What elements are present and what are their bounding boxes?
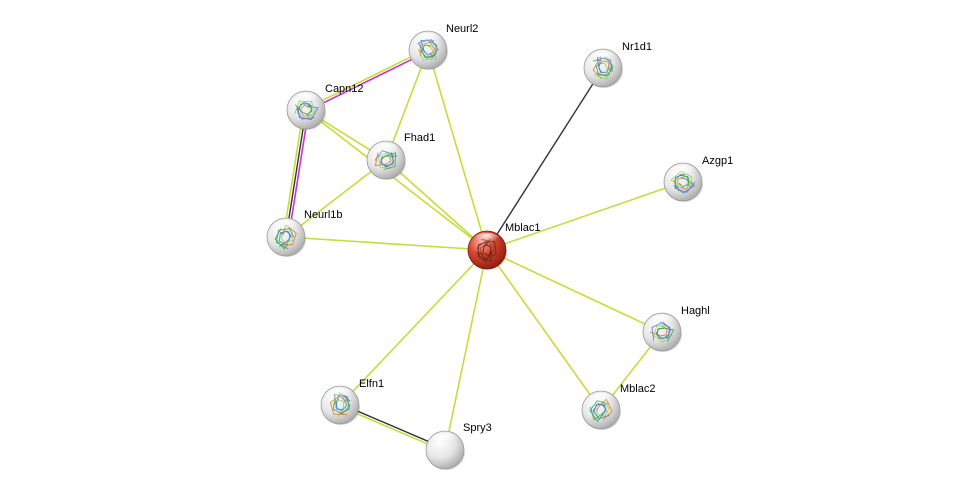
edge-mblac1-neurl1b[interactable] [285,236,488,251]
node-label: Neurl1b [304,209,343,221]
node-label: Elfn1 [359,378,384,390]
node-label: Fhad1 [404,132,435,144]
node-mblac1[interactable]: Mblac1 [467,222,540,270]
node-azgp1[interactable]: Azgp1 [663,155,733,202]
node-highlight [648,314,676,329]
node-label: Haghl [681,305,710,317]
node-label: Spry3 [463,422,492,434]
edge-neurl2-capn12[interactable] [305,48,429,112]
node-highlight [431,432,459,447]
edge-line-textmining [282,109,305,237]
edge-mblac1-capn12[interactable] [305,109,488,251]
edge-line-experiments [306,50,429,112]
node-highlight [272,219,300,234]
node-highlight [292,92,320,107]
node-haghl[interactable]: Haghl [642,305,710,352]
edge-mblac1-nr1d1[interactable] [486,67,604,251]
edge-line-textmining [305,48,428,110]
node-highlight [587,392,615,407]
edge-mblac1-neurl2[interactable] [427,49,488,251]
edge-line-textmining [285,159,387,238]
node-fhad1[interactable]: Fhad1 [366,132,435,180]
node-highlight [473,232,501,247]
node-elfn1[interactable]: Elfn1 [320,378,384,425]
edge-mblac1-spry3[interactable] [444,249,488,451]
edge-line-textmining [427,49,488,251]
edge-capn12-neurl1b[interactable] [282,109,310,238]
edge-line-textmining [285,236,488,251]
node-label: Mblac1 [505,222,540,234]
edge-line-experiments [287,110,310,238]
node-highlight [669,164,697,179]
node-capn12[interactable]: Capn12 [286,83,364,130]
node-highlight [589,50,617,65]
node-highlight [414,32,442,47]
edge-mblac1-elfn1[interactable] [339,249,488,406]
node-label: Azgp1 [702,155,733,167]
node-nr1d1[interactable]: Nr1d1 [583,41,652,88]
node-neurl2[interactable]: Neurl2 [408,23,478,70]
edge-line-textmining [339,249,488,406]
node-mblac2[interactable]: Mblac2 [581,383,655,430]
edge-neurl2-fhad1[interactable] [385,49,429,161]
edge-mblac1-fhad1[interactable] [385,159,488,251]
edge-fhad1-neurl1b[interactable] [285,159,387,238]
node-label: Nr1d1 [622,41,652,53]
edge-line-textmining [305,109,488,251]
node-spry3[interactable]: Spry3 [425,422,492,470]
edge-line-coexpression [285,109,307,238]
node-highlight [372,142,400,157]
edge-line-textmining [385,159,488,251]
edge-line-textmining [385,49,429,161]
edge-line-textmining [444,249,488,451]
edge-mblac1-mblac2[interactable] [486,249,602,411]
edge-mblac1-azgp1[interactable] [486,181,684,251]
node-label: Mblac2 [620,383,655,395]
edge-line-textmining [486,181,684,251]
edge-line-coexpression [486,67,604,251]
node-highlight [326,387,354,402]
edge-line-textmining [486,249,602,411]
node-label: Capn12 [325,83,364,95]
edge-line-textmining [486,249,663,333]
edge-mblac1-haghl[interactable] [486,249,663,333]
node-neurl1b[interactable]: Neurl1b [266,209,343,257]
node-label: Neurl2 [446,23,478,35]
